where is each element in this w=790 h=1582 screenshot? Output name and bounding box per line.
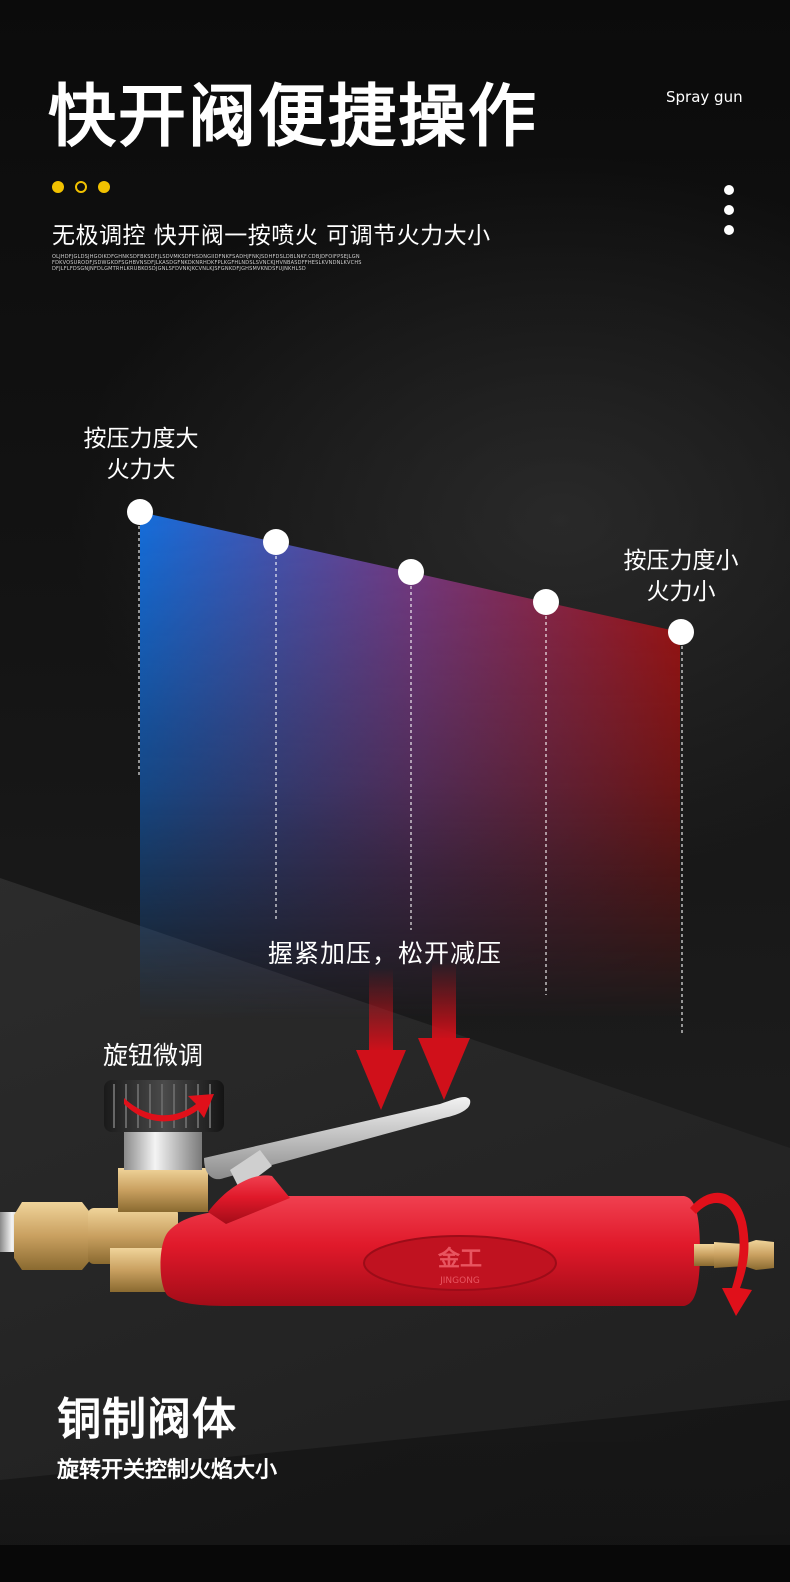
rotate-arrow-icon [690,1192,752,1316]
brass-nut [14,1202,92,1270]
page-title: 快开阀便捷操作 [48,78,539,157]
feature-title: 铜制阀体 [57,1394,237,1445]
strong-pressure-label: 按压力度大 火力大 [83,426,199,483]
dot-icon [52,181,64,193]
rotate-arrow-icon [124,1094,214,1122]
hose-barb [756,1240,774,1270]
dot-icon [98,181,110,193]
brand-logo-sub: JINGONG [439,1276,480,1286]
brass-lower [110,1248,170,1292]
marker-dot [263,529,289,555]
feature-subtitle: 旋转开关控制火焰大小 [57,1458,278,1483]
marker-dot [127,499,153,525]
bottom-band [0,1545,790,1582]
adjust-knob [104,1080,224,1132]
press-arrows [356,962,470,1110]
brand-logo-text: 金工 [437,1246,482,1272]
vertical-dots-icon [724,185,734,235]
press-instruction: 握紧加压，松开减压 [268,939,503,968]
page-subtitle: 无极调控 快开阀一按喷火 可调节火力大小 [52,223,491,249]
brass-fitting [694,1244,714,1266]
ring-dot-icon [75,181,87,193]
weak-pressure-label: 按压力度小 火力小 [623,548,739,605]
product-tag: Spray gun [666,88,743,106]
brass-valve [118,1168,208,1212]
yellow-dots-indicator [52,181,110,193]
pressure-gradient-area [140,512,680,1030]
chrome-collar [124,1126,202,1170]
knob-label: 旋钮微调 [103,1041,204,1070]
marker-dot [533,589,559,615]
trigger-lever [204,1097,471,1180]
marker-dot [398,559,424,585]
fine-print: OLJHDFJGLDSJHGOIKDFGHNKSDFBKSDFJLSDVMKSD… [52,254,362,272]
marker-dot [668,619,694,645]
brand-logo-oval [363,1235,557,1291]
